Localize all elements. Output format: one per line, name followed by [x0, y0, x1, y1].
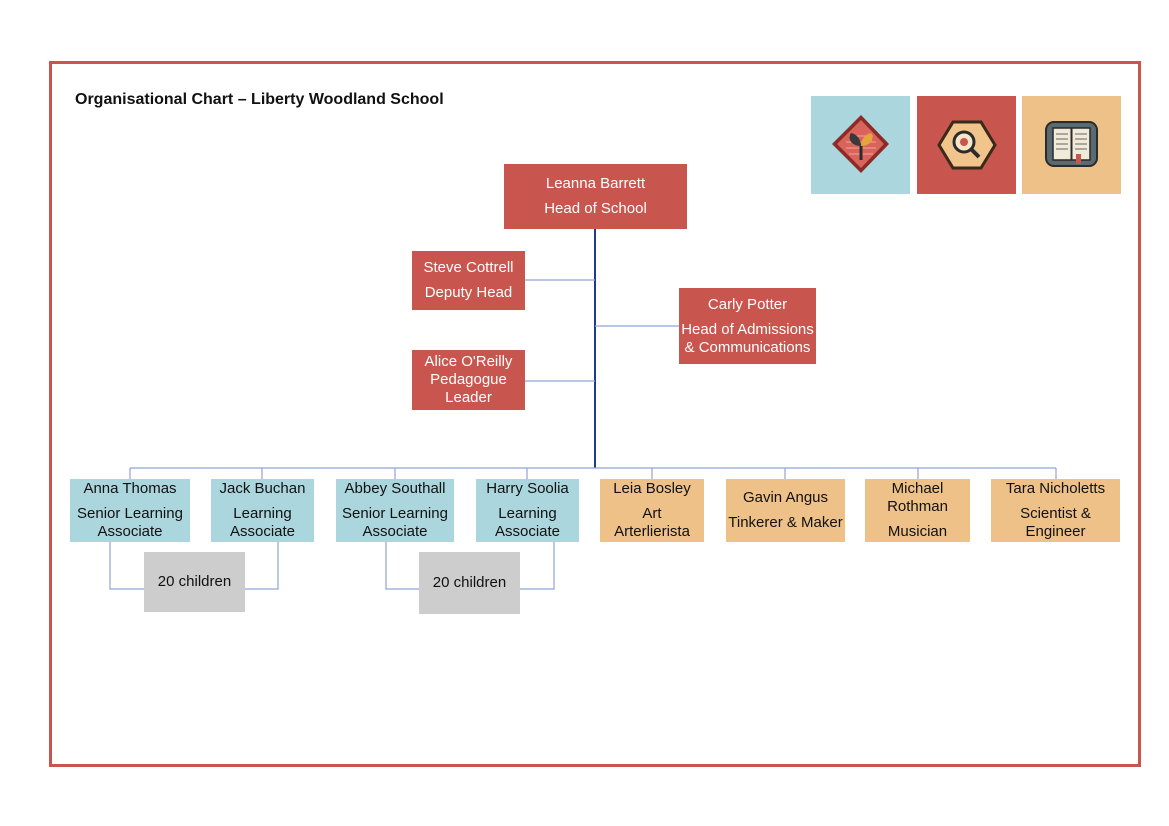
- node-name: Leanna Barrett: [545, 175, 646, 192]
- icon-tile-book: [1022, 96, 1121, 194]
- node-name: Harry Soolia: [486, 480, 569, 497]
- node-role-line2: Associate: [97, 523, 163, 540]
- node-role-line1: Senior Learning: [77, 505, 183, 522]
- node-role: Tinkerer & Maker: [728, 514, 843, 531]
- node-role-line1: Senior Learning: [342, 505, 448, 522]
- node-children-group-2: 20 children: [419, 552, 520, 614]
- node-role-line1: Scientist &: [1020, 505, 1091, 522]
- node-role: Head of School: [544, 200, 647, 217]
- icon-tile-magnifier: [917, 96, 1016, 194]
- node-staff-leia-bosley: Leia Bosley Art Arterlierista: [600, 479, 704, 542]
- node-staff-anna-thomas: Anna Thomas Senior Learning Associate: [70, 479, 190, 542]
- node-name-line1: Michael: [891, 480, 944, 497]
- node-staff-gavin-angus: Gavin Angus Tinkerer & Maker: [726, 479, 845, 542]
- node-pedagogue-leader: Alice O'Reilly Pedagogue Leader: [412, 350, 525, 410]
- group-label: 20 children: [432, 574, 507, 591]
- node-name: Jack Buchan: [219, 480, 306, 497]
- node-role-line2: Associate: [362, 523, 428, 540]
- node-role-line2: Arterlierista: [614, 523, 690, 540]
- node-name: Carly Potter: [707, 295, 788, 313]
- node-head-of-admissions: Carly Potter Head of Admissions & Commun…: [679, 288, 816, 364]
- chart-title: Organisational Chart – Liberty Woodland …: [75, 91, 444, 108]
- node-children-group-1: 20 children: [144, 552, 245, 612]
- node-role-line2: Leader: [445, 389, 492, 406]
- magnifier-hexagon-icon: [937, 120, 997, 170]
- node-role-line1: Learning: [233, 505, 292, 522]
- node-staff-abbey-southall: Abbey Southall Senior Learning Associate: [336, 479, 454, 542]
- node-role-line1: Head of Admissions: [681, 320, 814, 338]
- node-role-line1: Pedagogue: [430, 371, 507, 388]
- node-role-line1: Learning: [498, 505, 557, 522]
- node-staff-michael-rothman: Michael Rothman Musician: [865, 479, 970, 542]
- page-border: [49, 61, 1141, 767]
- icon-tile-plant: [811, 96, 910, 194]
- node-name-line2: Rothman: [887, 498, 948, 515]
- node-role-line2: Associate: [229, 523, 296, 540]
- node-name: Leia Bosley: [613, 480, 691, 497]
- node-name: Steve Cottrell: [423, 259, 514, 276]
- node-staff-jack-buchan: Jack Buchan Learning Associate: [211, 479, 314, 542]
- open-book-icon: [1045, 121, 1098, 167]
- node-role: Musician: [887, 523, 948, 540]
- group-label: 20 children: [157, 573, 232, 590]
- node-role-line2: Associate: [494, 523, 561, 540]
- node-role-line2: Engineer: [1025, 523, 1086, 540]
- node-staff-harry-soolia: Harry Soolia Learning Associate: [476, 479, 579, 542]
- node-name: Gavin Angus: [742, 489, 829, 506]
- node-name: Anna Thomas: [83, 480, 177, 497]
- node-role: Deputy Head: [424, 284, 513, 301]
- node-role-line2: & Communications: [684, 338, 811, 356]
- node-name: Alice O'Reilly: [424, 353, 513, 370]
- node-head-of-school: Leanna Barrett Head of School: [504, 164, 687, 229]
- node-staff-tara-nicholetts: Tara Nicholetts Scientist & Engineer: [991, 479, 1120, 542]
- node-name: Tara Nicholetts: [1005, 480, 1106, 497]
- node-role-line1: Art: [642, 505, 662, 522]
- node-deputy-head: Steve Cottrell Deputy Head: [412, 251, 525, 310]
- plant-diamond-icon: [832, 115, 889, 173]
- node-name: Abbey Southall: [344, 480, 446, 497]
